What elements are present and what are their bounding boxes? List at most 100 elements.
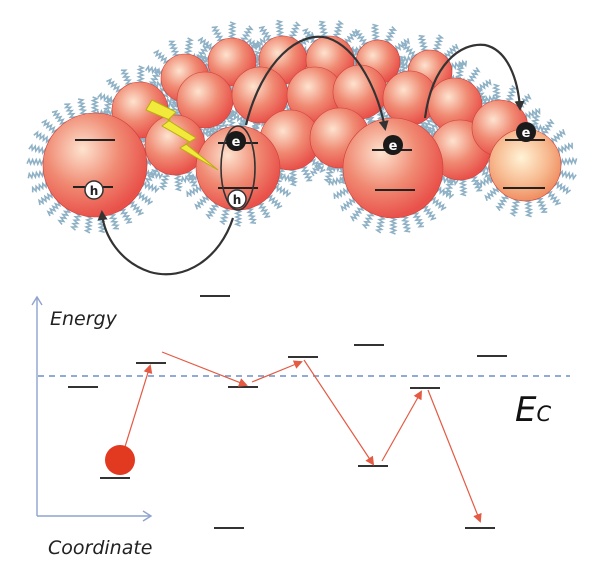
ligand-chain [148, 68, 162, 87]
ligand-chain [388, 215, 398, 235]
ligand-chain [205, 201, 220, 220]
ligand-chain [509, 197, 521, 217]
ligand-chain [477, 174, 496, 188]
ligand-chain [392, 38, 410, 53]
ligand-chain [102, 97, 114, 117]
ligand-chain [553, 180, 572, 195]
ligand-chain [349, 204, 366, 222]
ligand-chain [491, 83, 502, 104]
ligand-chain [153, 49, 170, 66]
ligand-chain [340, 195, 358, 212]
ligand-chain [233, 207, 243, 227]
ligand-chain [354, 30, 369, 48]
ligand-chain [374, 214, 386, 234]
ligand-chain [246, 37, 265, 52]
ligand-chain [69, 212, 83, 231]
ligand-chain [173, 171, 184, 192]
hole-transfer-arrow [97, 210, 235, 276]
ligand-chain [442, 43, 460, 60]
svg-text:e: e [522, 126, 531, 141]
ligand-chain [197, 36, 216, 52]
ligand-chain [522, 107, 541, 121]
ligand-chain [400, 213, 412, 233]
nanocrystal-film [26, 19, 578, 235]
ligand-chain [118, 206, 133, 224]
electron-marker-icon: e [226, 131, 246, 151]
electron-marker-icon: e [516, 122, 536, 142]
ligand-chain [523, 197, 534, 218]
ligand-chain [436, 186, 455, 200]
ligand-chain [370, 23, 381, 44]
ligand-chain [333, 186, 352, 200]
ligand-chain [317, 20, 330, 40]
ligand-chain [63, 103, 77, 122]
ligand-chain [439, 175, 459, 187]
ligand-chain [27, 169, 47, 180]
hop-arrow-1 [244, 35, 389, 131]
ligand-chain [256, 200, 271, 219]
ligand-chain [466, 67, 481, 85]
ligand-chain [401, 42, 418, 60]
ligand-chain [141, 180, 160, 194]
ligand-chain [328, 175, 348, 187]
ligand-chain [106, 77, 123, 95]
svg-text:h: h [233, 193, 242, 207]
lightning-bolt-icon [145, 99, 219, 171]
conduction-band-sub: C [536, 402, 552, 426]
ligand-chain [194, 193, 211, 210]
ligand-chain [299, 163, 313, 182]
ligand-chain [46, 199, 63, 217]
ligand-chain [57, 207, 72, 225]
ligand-chain [33, 130, 52, 144]
ligand-chain [168, 40, 181, 59]
hop-arrows-top [97, 35, 525, 276]
ligand-chain [443, 176, 456, 196]
ligand-chain [76, 98, 88, 118]
ligand-chain [302, 28, 318, 45]
ligand-chain [274, 19, 285, 40]
ligand-chain [120, 69, 134, 88]
ligand-chain [211, 25, 225, 45]
coordinate-axis-label: Coordinate [48, 537, 153, 559]
ligand-chain [37, 190, 56, 206]
ligand-chain [28, 143, 47, 155]
ligand-chain [309, 158, 325, 177]
ligand-chain [432, 34, 445, 53]
ligand-chain [361, 211, 375, 230]
ligand-chain [265, 193, 283, 210]
ligand-chain [454, 61, 466, 81]
hop-arrow-2 [423, 43, 525, 119]
ligand-chain [429, 195, 447, 212]
charge-carrier-dot [105, 445, 135, 475]
ligand-chain [397, 55, 409, 75]
ligand-chain [240, 25, 254, 43]
ligand-chain [143, 169, 164, 180]
ligand-chain [332, 20, 345, 39]
svg-text:e: e [232, 135, 241, 150]
hole-marker-icon: h [227, 189, 247, 209]
ligand-chain [469, 173, 483, 192]
site-energy-levels [68, 295, 507, 529]
ligand-chain [534, 194, 548, 213]
ligand-chain [107, 211, 120, 230]
ligand-chain [273, 184, 292, 198]
ligand-chain [276, 172, 296, 184]
svg-text:h: h [90, 184, 99, 198]
ligand-chain [557, 156, 578, 167]
ligand-chain [90, 96, 100, 116]
ligand-chain [505, 84, 518, 104]
ligand-chain [411, 209, 425, 228]
ligand-chain [383, 26, 398, 44]
nanocrystal-spheres [42, 35, 562, 219]
ligand-chain [548, 129, 566, 145]
electron-marker-icon: e [383, 135, 403, 155]
ligand-chain [458, 176, 468, 197]
ligand-chain [127, 199, 144, 216]
ligand-chain [136, 65, 146, 85]
ligand-chain [448, 59, 468, 71]
ligand-chain [288, 21, 302, 40]
ligand-chain [227, 21, 237, 41]
energy-axis-label: Energy [50, 308, 117, 330]
ligand-chain [420, 203, 437, 221]
